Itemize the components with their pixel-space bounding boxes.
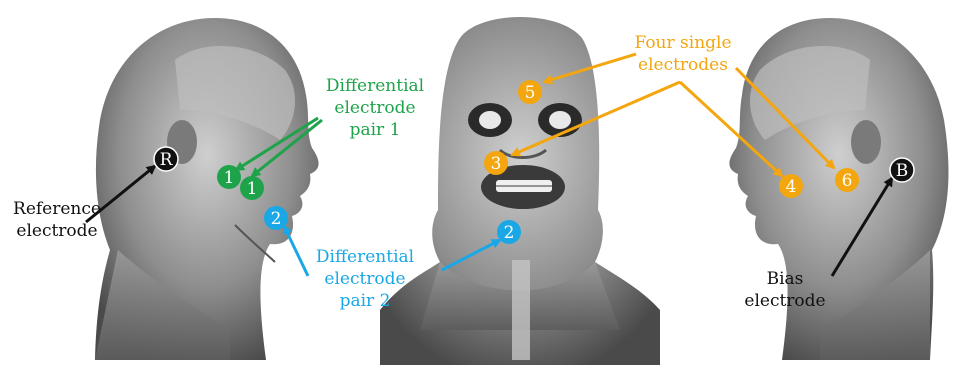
svg-text:5: 5 (525, 83, 536, 103)
pair2-electrode-side: 2 (264, 206, 288, 230)
svg-text:1: 1 (224, 168, 235, 188)
pair1-electrode-a: 1 (217, 165, 241, 189)
four-single-electrodes-label: Four single electrodes (618, 32, 748, 76)
svg-text:1: 1 (247, 179, 258, 199)
reference-electrode-label: Reference electrode (2, 198, 112, 242)
svg-text:4: 4 (786, 177, 797, 197)
svg-text:2: 2 (271, 209, 282, 229)
bias-electrode-marker: B (890, 158, 914, 182)
svg-text:6: 6 (842, 171, 853, 191)
svg-text:2: 2 (504, 223, 515, 243)
differential-pair-2-label: Differential electrode pair 2 (305, 246, 425, 312)
svg-text:B: B (896, 161, 909, 181)
single-electrode-6: 6 (835, 168, 859, 192)
svg-text:R: R (160, 150, 174, 170)
pair1-electrode-b: 1 (240, 176, 264, 200)
differential-pair-1-label: Differential electrode pair 1 (320, 75, 430, 141)
single-electrode-5: 5 (518, 80, 542, 104)
pair2-electrode-front: 2 (497, 220, 521, 244)
single-electrode-4: 4 (779, 174, 803, 198)
reference-electrode-marker: R (154, 147, 178, 171)
svg-text:3: 3 (491, 154, 502, 174)
bias-electrode-label: Bias electrode (735, 268, 835, 312)
single-electrode-3: 3 (484, 151, 508, 175)
